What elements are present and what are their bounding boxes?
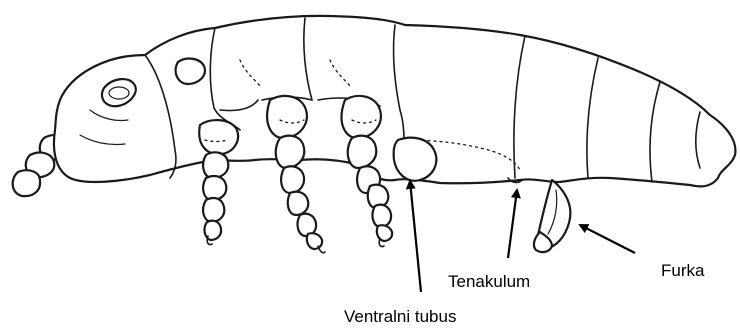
tenaculum-arrow (508, 190, 517, 258)
furca-label: Furka (661, 261, 705, 280)
springtail-body (13, 16, 736, 253)
ventral-tube-arrow (410, 181, 421, 292)
tenaculum-label: Tenakulum (448, 272, 530, 291)
ventral-tube-label: Ventralni tubus (344, 307, 456, 326)
furca (534, 180, 570, 252)
labels: Ventralni tubus Tenakulum Furka (344, 261, 705, 326)
ventral-tube (394, 138, 437, 181)
furca-arrow (580, 225, 635, 253)
leg-1 (199, 120, 238, 244)
